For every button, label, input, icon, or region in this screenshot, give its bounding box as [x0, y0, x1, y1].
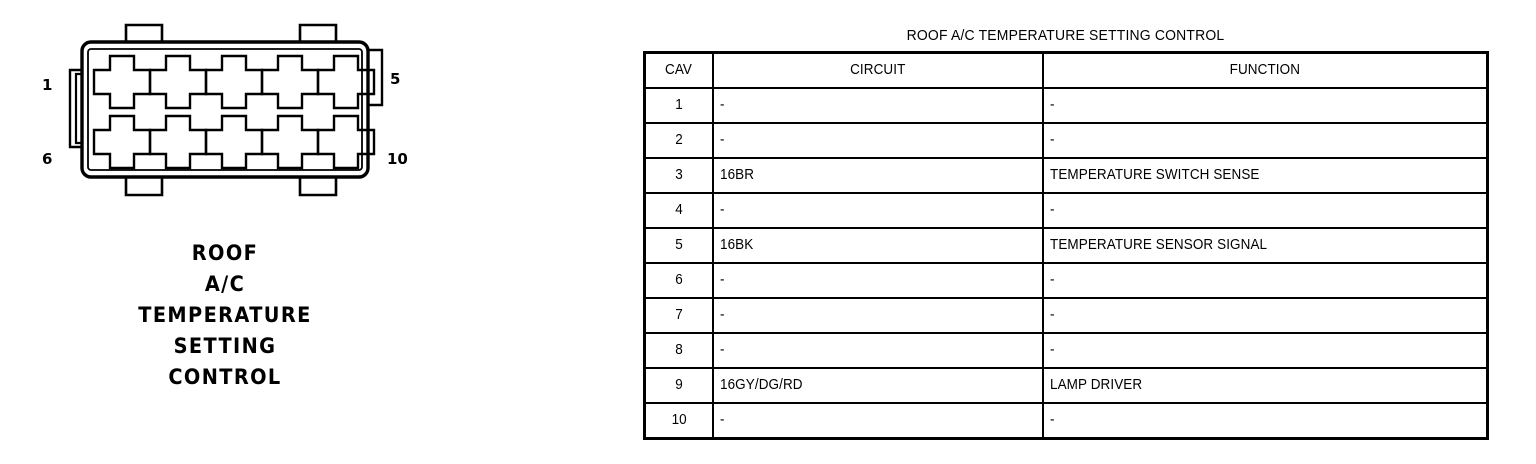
- cell-circuit: -: [711, 87, 1044, 124]
- cell-function: -: [1041, 122, 1489, 159]
- connector-pin-label-top-left: 1: [42, 76, 53, 94]
- connector-pin-label-bottom-right: 10: [387, 150, 408, 168]
- cell-cav: 6: [643, 262, 714, 299]
- table-row: 10--: [643, 402, 1489, 440]
- cell-cav: 4: [643, 192, 714, 229]
- cell-function: -: [1041, 262, 1489, 299]
- connector-caption-line-3: TEMPERATURE: [138, 303, 312, 327]
- cell-function: -: [1041, 297, 1489, 334]
- connector-caption: ROOF A/C TEMPERATURE SETTING CONTROL: [30, 238, 420, 393]
- connector-figure: 1 5 6 10: [30, 12, 420, 207]
- cell-circuit: -: [711, 332, 1044, 369]
- column-header-cav: CAV: [643, 51, 714, 89]
- cell-cav: 1: [643, 87, 714, 124]
- cell-cav: 10: [643, 402, 714, 440]
- table-row: 7--: [643, 297, 1489, 334]
- cell-cav: 2: [643, 122, 714, 159]
- connector-pin-label-top-right: 5: [390, 70, 401, 88]
- cell-cav: 5: [643, 227, 714, 264]
- connector-caption-line-1: ROOF: [191, 241, 259, 265]
- cell-function: -: [1041, 402, 1489, 440]
- cell-circuit: -: [711, 402, 1044, 440]
- cell-cav: 3: [643, 157, 714, 194]
- cell-circuit: 16GY/DG/RD: [711, 367, 1044, 404]
- cell-function: -: [1041, 332, 1489, 369]
- column-header-circuit: CIRCUIT: [711, 51, 1044, 89]
- cell-function: -: [1041, 192, 1489, 229]
- cell-cav: 7: [643, 297, 714, 334]
- cell-circuit: -: [711, 192, 1044, 229]
- cell-function: -: [1041, 87, 1489, 124]
- cell-circuit: -: [711, 122, 1044, 159]
- connector-caption-line-2: A/C: [204, 272, 246, 296]
- column-header-function: FUNCTION: [1041, 51, 1489, 89]
- table-row: 6--: [643, 262, 1489, 299]
- table-row: 2--: [643, 122, 1489, 159]
- cell-function: TEMPERATURE SWITCH SENSE: [1041, 157, 1489, 194]
- connector-caption-line-5: CONTROL: [168, 365, 282, 389]
- connector-outline-icon: [68, 23, 384, 197]
- cell-circuit: 16BR: [711, 157, 1044, 194]
- pinout-table-title: ROOF A/C TEMPERATURE SETTING CONTROL: [906, 27, 1225, 44]
- cell-function: TEMPERATURE SENSOR SIGNAL: [1041, 227, 1489, 264]
- cell-circuit: 16BK: [711, 227, 1044, 264]
- table-header-row: CAV CIRCUIT FUNCTION: [643, 51, 1489, 89]
- connector-diagram-panel: 1 5 6 10: [0, 0, 440, 464]
- cell-cav: 8: [643, 332, 714, 369]
- table-row: 8--: [643, 332, 1489, 369]
- connector-pin-label-bottom-left: 6: [42, 150, 53, 168]
- pinout-table-panel: ROOF A/C TEMPERATURE SETTING CONTROL CAV…: [643, 27, 1489, 440]
- cell-circuit: -: [711, 297, 1044, 334]
- cell-function: LAMP DRIVER: [1041, 367, 1489, 404]
- table-row: 1--: [643, 87, 1489, 124]
- table-row: 4--: [643, 192, 1489, 229]
- connector-caption-line-4: SETTING: [173, 334, 277, 358]
- cell-circuit: -: [711, 262, 1044, 299]
- cell-cav: 9: [643, 367, 714, 404]
